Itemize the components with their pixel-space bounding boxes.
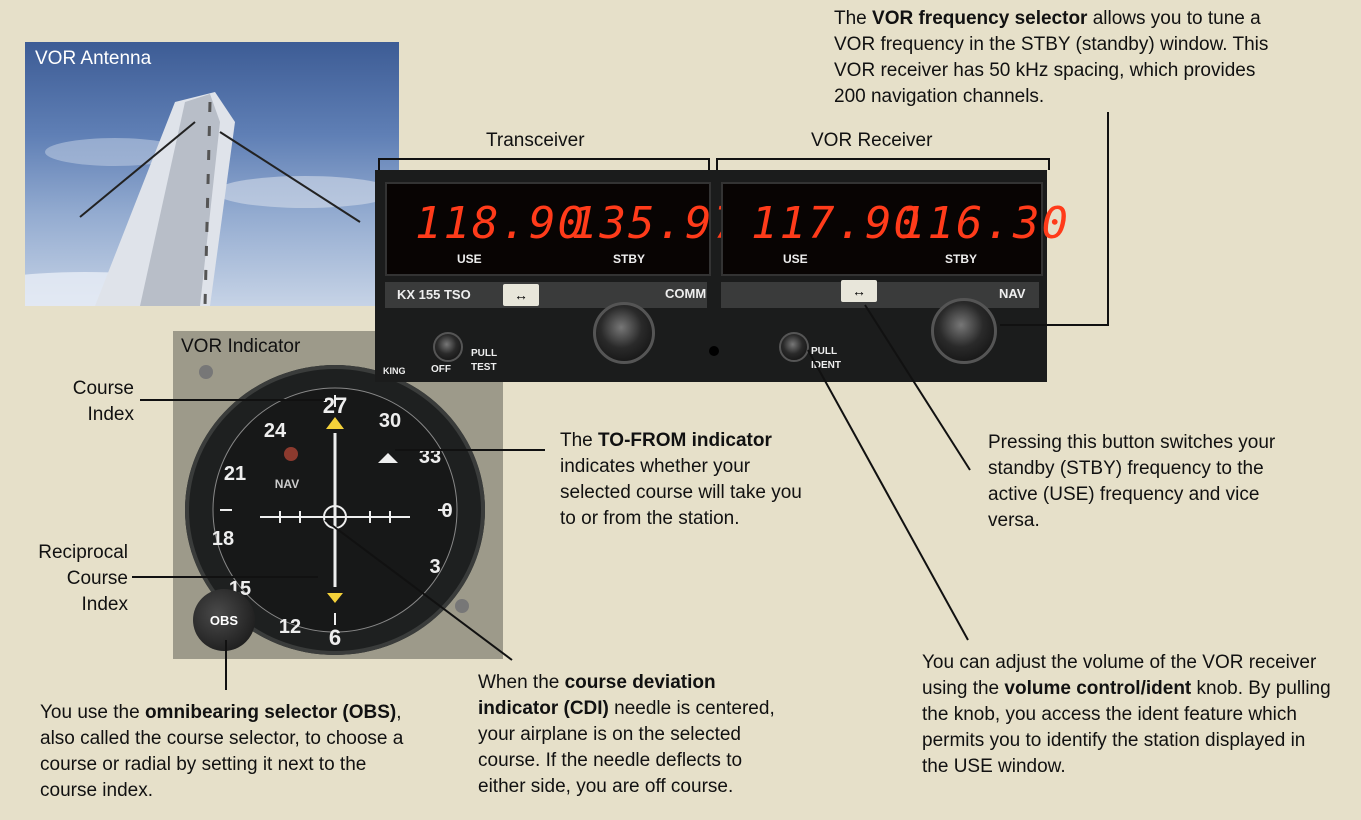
svg-text:6: 6 — [329, 625, 341, 650]
nav-display: 117.90 116.30 USE STBY — [721, 182, 1068, 276]
obs-callout: You use the omnibearing selector (OBS), … — [40, 702, 404, 801]
cdi-callout: When the course deviation indicator (CDI… — [478, 672, 775, 797]
volume-callout: You can adjust the volume of the VOR rec… — [922, 652, 1331, 777]
nav-plate: NAV — [721, 282, 1039, 308]
reciprocal-index-marker — [327, 593, 343, 603]
off-label: OFF — [431, 364, 451, 375]
comm-use-label: USE — [457, 252, 482, 266]
comm-display: 118.90 135.97 USE STBY — [385, 182, 740, 276]
screw-icon — [455, 599, 469, 613]
transceiver-label: Transceiver — [486, 130, 585, 151]
to-from-triangle — [378, 453, 398, 463]
nav-stby-label: STBY — [945, 252, 978, 266]
transceiver-bracket — [378, 158, 710, 170]
nav-use-frequency: 117.90 — [751, 198, 922, 249]
obs-knob[interactable]: OBS — [193, 589, 255, 651]
svg-text:0: 0 — [441, 500, 452, 522]
svg-text:21: 21 — [224, 463, 246, 485]
antenna-illustration — [25, 92, 395, 306]
svg-text:33: 33 — [419, 446, 441, 468]
nav-swap-button[interactable]: ↔ — [841, 280, 877, 302]
comm-stby-frequency: 135.97 — [571, 198, 742, 249]
comm-plate: KX 155 TSO COMM — [385, 282, 707, 308]
indicator-label: VOR Indicator — [181, 336, 301, 357]
pull-test-line1: PULL — [471, 348, 498, 359]
cdi-leader — [324, 519, 513, 661]
comm-volume-knob[interactable] — [433, 332, 463, 362]
antenna-label: VOR Antenna — [35, 48, 152, 69]
svg-text:12: 12 — [279, 616, 301, 638]
vor-frequency-selector-knob[interactable] — [931, 298, 997, 364]
volume-leader — [807, 349, 969, 641]
freq-selector-leader — [1000, 112, 1109, 326]
pull-ident-line2: IDENT — [811, 360, 841, 371]
svg-text:24: 24 — [264, 420, 287, 442]
reciprocal-course-index-label: Reciprocal Course Index — [38, 542, 128, 615]
receiver-label: VOR Receiver — [811, 130, 933, 151]
to-from-callout: The TO-FROM indicator indicates whether … — [560, 430, 802, 529]
screw-icon — [199, 365, 213, 379]
nav-comm-radio: 118.90 135.97 USE STBY 117.90 116.30 USE… — [375, 170, 1068, 382]
brand-logo: KING — [383, 366, 406, 376]
volume-ident-knob[interactable] — [779, 332, 809, 362]
svg-text:27: 27 — [323, 393, 347, 418]
comm-frequency-knob[interactable] — [593, 302, 655, 364]
frequency-selector-callout: The VOR frequency selector allows you to… — [834, 8, 1269, 107]
photocell — [709, 346, 719, 356]
model-label: KX 155 TSO — [397, 287, 471, 302]
receiver-bracket — [716, 158, 1050, 170]
comm-swap-button[interactable]: ↔ — [503, 284, 539, 306]
course-index-marker — [326, 417, 344, 429]
swap-button-leader — [864, 304, 971, 471]
vor-antenna-photo: VOR Antenna — [25, 42, 399, 306]
nav-stby-frequency: 116.30 — [899, 198, 1070, 249]
nav-label: NAV — [999, 286, 1026, 301]
svg-text:3: 3 — [429, 556, 440, 578]
svg-text:30: 30 — [379, 410, 401, 432]
comm-label: COMM — [665, 286, 707, 301]
pull-test-line2: TEST — [471, 362, 497, 373]
comm-use-frequency: 118.90 — [415, 198, 586, 249]
nav-use-label: USE — [783, 252, 808, 266]
pull-ident-line1: PULL — [811, 346, 838, 357]
swap-button-callout: Pressing this button switches your stand… — [988, 432, 1276, 531]
comm-stby-label: STBY — [613, 252, 646, 266]
course-index-label: Course Index — [72, 378, 134, 425]
nav-flag: NAV — [275, 477, 299, 491]
svg-text:18: 18 — [212, 528, 234, 550]
